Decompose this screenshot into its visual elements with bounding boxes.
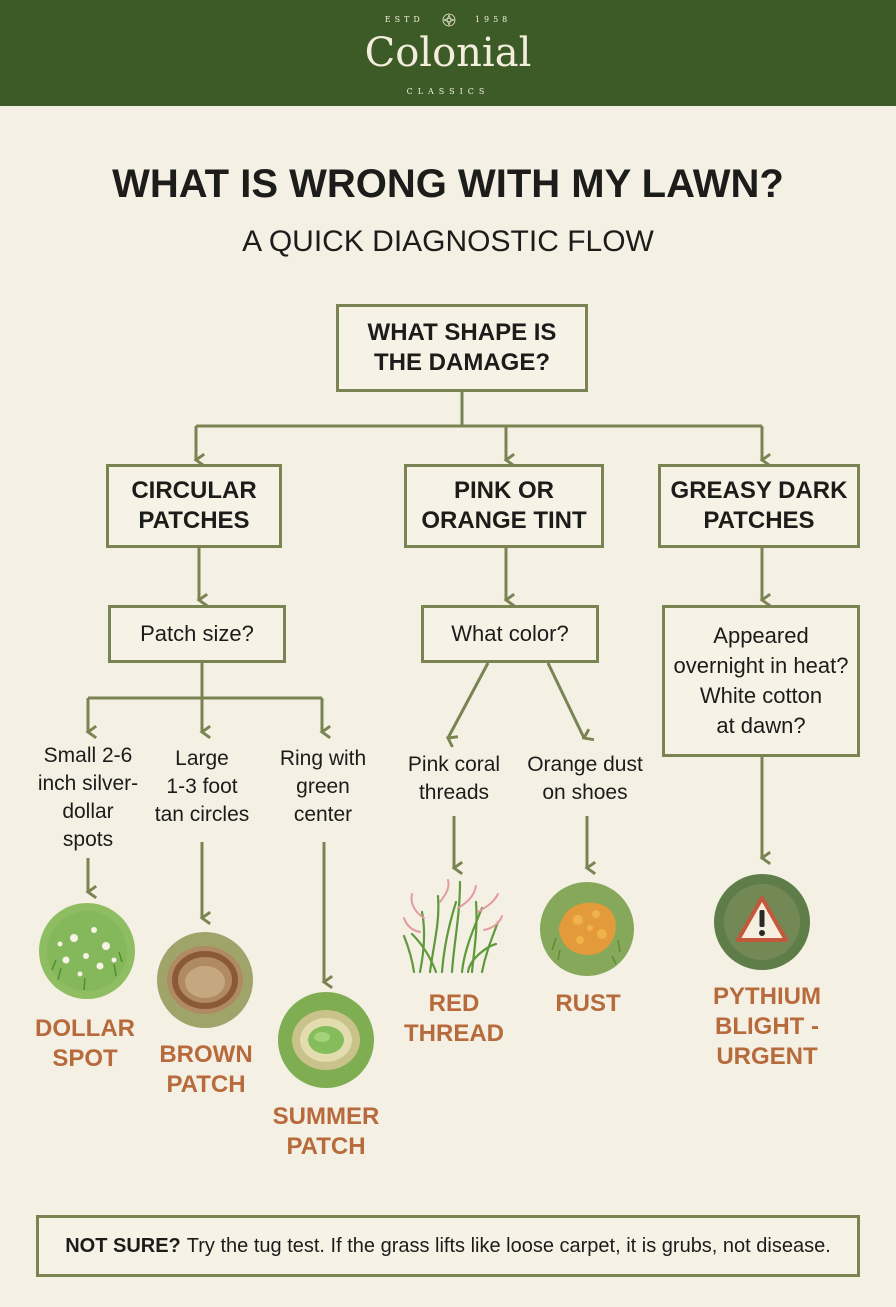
pythium-warning-illustration	[714, 874, 810, 970]
question-patch-size: Patch size?	[140, 621, 254, 646]
tip-lead: NOT SURE?	[65, 1234, 181, 1257]
result-brown-patch: BROWN PATCH	[159, 1041, 253, 1098]
rust-illustration	[540, 882, 634, 976]
question-patch-size-box: Patch size?	[108, 605, 286, 663]
brown-patch-illustration	[157, 932, 253, 1028]
tip-text: Try the tug test. If the grass lifts lik…	[186, 1234, 831, 1257]
branch-greasy-box: GREASY DARK PATCHES	[658, 464, 860, 548]
option-small-spots: Small 2-6 inch silver- dollar spots	[37, 744, 139, 851]
option-orange-dust: Orange dust on shoes	[527, 753, 643, 804]
option-ring-green-center: Ring with green center	[279, 747, 367, 826]
question-color: What color?	[451, 621, 569, 646]
red-thread-illustration	[402, 879, 503, 974]
page-subtitle: A QUICK DIAGNOSTIC FLOW	[242, 225, 654, 258]
estd-year: 1958	[474, 15, 512, 24]
option-large-circles: Large 1-3 foot tan circles	[154, 747, 250, 826]
summer-patch-illustration	[278, 992, 374, 1088]
result-red-thread: RED THREAD	[404, 990, 504, 1047]
question-color-box: What color?	[421, 605, 599, 663]
tip-box: NOT SURE? Try the tug test. If the grass…	[36, 1215, 860, 1277]
brand-header: ESTD 1958 Colonial CLASSICS	[0, 0, 896, 106]
root-question-text: WHAT SHAPE IS THE DAMAGE?	[367, 319, 557, 376]
branch-circular-label: CIRCULAR PATCHES	[131, 477, 257, 534]
estd-label: ESTD	[384, 15, 424, 24]
branch-circular-box: CIRCULAR PATCHES	[106, 464, 282, 548]
result-pythium-blight: PYTHIUM BLIGHT - URGENT	[713, 983, 821, 1070]
branch-tint-label: PINK OR ORANGE TINT	[421, 477, 587, 534]
brand-tagline: CLASSICS	[406, 87, 490, 96]
question-overnight: Appeared overnight in heat? White cotton…	[673, 623, 849, 738]
result-summer-patch: SUMMER PATCH	[272, 1103, 380, 1160]
result-dollar-spot: DOLLAR SPOT	[35, 1015, 135, 1072]
ornament-icon	[442, 13, 456, 27]
branch-greasy-label: GREASY DARK PATCHES	[670, 477, 848, 534]
result-rust: RUST	[555, 990, 621, 1017]
question-overnight-box: Appeared overnight in heat? White cotton…	[662, 605, 860, 757]
option-pink-threads: Pink coral threads	[407, 753, 501, 804]
dollar-spot-illustration	[39, 903, 135, 999]
root-question-box: WHAT SHAPE IS THE DAMAGE?	[336, 304, 588, 392]
branch-tint-box: PINK OR ORANGE TINT	[404, 464, 604, 548]
brand-name: Colonial	[364, 30, 532, 76]
page-title: WHAT IS WRONG WITH MY LAWN?	[112, 162, 784, 206]
estd-line: ESTD 1958	[0, 13, 896, 27]
